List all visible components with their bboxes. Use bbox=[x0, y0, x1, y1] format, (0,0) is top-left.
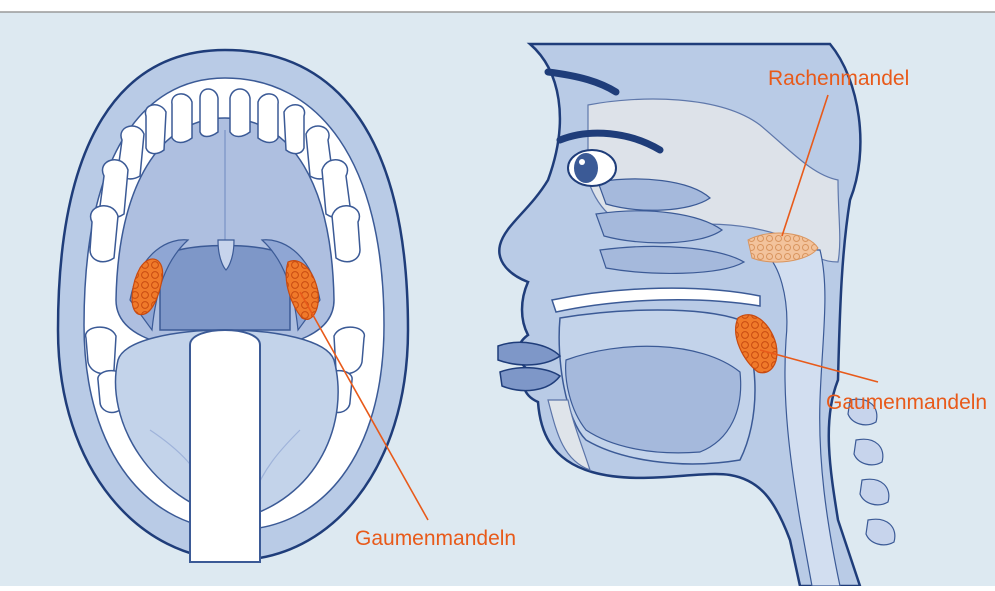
label-rachenmandel: Rachenmandel bbox=[768, 68, 909, 89]
tongue-depressor bbox=[190, 330, 260, 562]
iris bbox=[574, 153, 598, 183]
open-mouth-front-view bbox=[58, 50, 408, 562]
label-gaumenmandeln-mouth: Gaumenmandeln bbox=[355, 528, 516, 549]
label-gaumenmandeln-side: Gaumenmandeln bbox=[826, 392, 987, 413]
